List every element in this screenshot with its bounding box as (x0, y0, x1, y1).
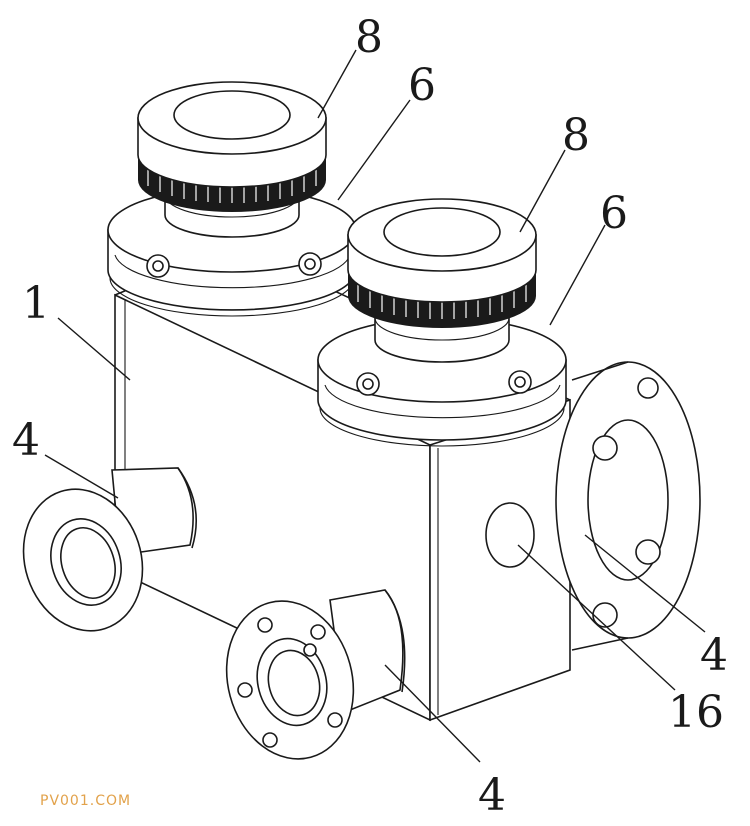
label-port-right: 4 (700, 630, 728, 681)
right-flange-port (555, 361, 701, 651)
left-cap-assembly (107, 81, 357, 317)
label-port-left: 4 (12, 415, 40, 466)
label-port-front: 4 (478, 770, 506, 821)
label-flange-right: 6 (600, 188, 628, 239)
label-flange-left: 6 (408, 60, 436, 111)
watermark: PV001.COM (40, 793, 131, 809)
label-knob-left: 8 (355, 12, 383, 63)
right-cap-assembly (317, 198, 567, 447)
label-body: 1 (22, 278, 50, 329)
side-hole (485, 502, 535, 568)
label-knob-right: 8 (562, 110, 590, 161)
label-hole: 16 (668, 687, 724, 738)
leader-lines (44, 49, 706, 763)
left-tube-port (22, 467, 197, 632)
front-flange-port (225, 589, 406, 760)
